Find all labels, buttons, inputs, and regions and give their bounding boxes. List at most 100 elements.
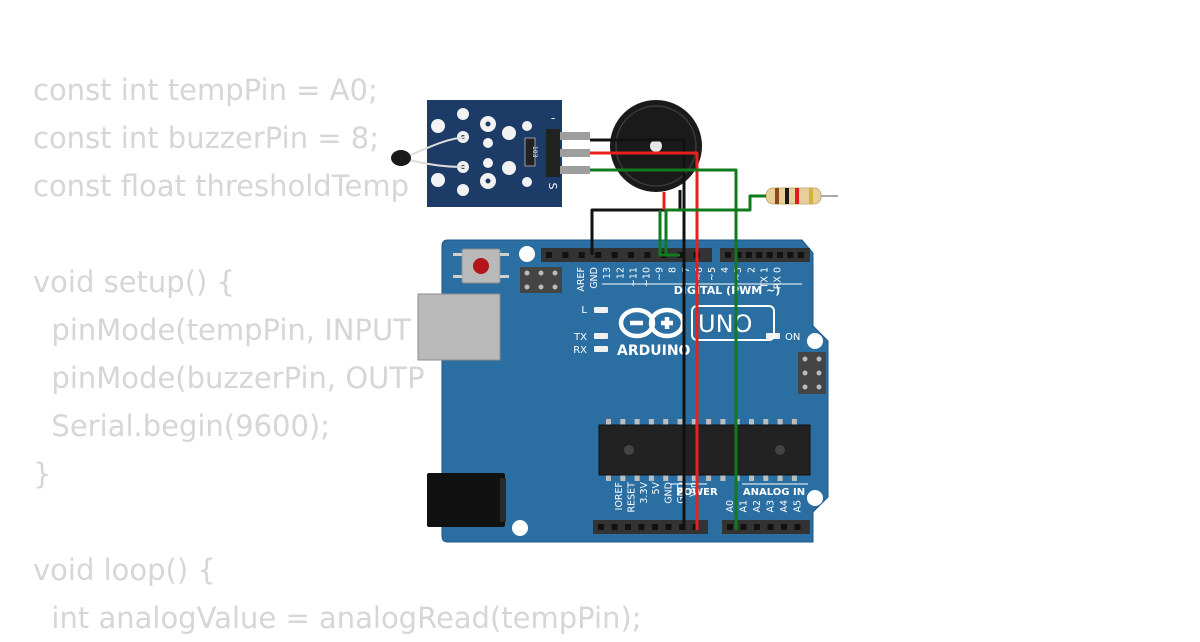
chip-leg [749, 475, 754, 481]
header-hole [665, 524, 672, 530]
header-hole [578, 252, 585, 258]
chip-leg [763, 475, 769, 481]
pin-label: A5 [793, 500, 804, 513]
header-hole [781, 524, 787, 530]
pin-label: A2 [752, 500, 763, 513]
pin-label: 2 [746, 267, 757, 273]
piezo-buzzer[interactable] [610, 100, 702, 192]
wire-green [590, 168, 738, 530]
thermistor-icon [391, 150, 411, 166]
pin-label: 5V [651, 482, 662, 495]
digital-label: DIGITAL (PWM ~) [674, 284, 781, 297]
wire-black [590, 190, 682, 255]
sensor-pin [546, 132, 590, 140]
chip-leg [706, 419, 712, 425]
wire-black [590, 138, 686, 530]
sensor-chip-code: 103 [531, 146, 538, 158]
power-jack [427, 473, 506, 527]
code-line: void loop() { [33, 553, 216, 587]
chip-leg [663, 475, 669, 481]
code-line: const int buzzerPin = 8; [33, 121, 380, 155]
board-brand: ARDUINO [617, 343, 691, 359]
temperature-sensor-module[interactable]: 103 - S [391, 100, 590, 207]
thermistor-lead [404, 136, 466, 158]
chip-leg [777, 419, 783, 425]
header-hole [777, 252, 783, 258]
analog-label: ANALOG IN [743, 487, 805, 498]
chip-leg [777, 475, 783, 481]
chip-leg [749, 419, 754, 425]
header-hole [625, 524, 631, 530]
header-hole [677, 252, 684, 258]
chip-leg [634, 475, 640, 481]
resistor[interactable] [752, 187, 838, 205]
pin-label: 13 [602, 267, 613, 279]
header-hole [598, 524, 604, 530]
pin-label: 8 [668, 267, 679, 273]
rx-led-label: RX [573, 345, 587, 356]
header-hole [644, 252, 651, 258]
header-hole [611, 252, 618, 258]
wires [590, 138, 766, 530]
pin-label: ~10 [642, 267, 653, 287]
icsp-header [520, 267, 562, 293]
header-hole [767, 524, 774, 530]
pin-label: ~6 [694, 267, 705, 281]
mounting-hole [807, 333, 823, 349]
analog-header [722, 520, 810, 534]
on-led-label: ON [785, 332, 800, 343]
chip-leg [677, 475, 683, 481]
pin-label: AREF [576, 267, 587, 292]
header-hole [727, 524, 733, 530]
digital-header [541, 248, 810, 262]
header-hole [652, 524, 658, 530]
pin-label: A1 [739, 500, 750, 513]
header-hole [725, 252, 731, 258]
pin-label: ~5 [707, 267, 718, 281]
chip-leg [663, 419, 669, 425]
header-hole [740, 524, 747, 530]
l-led-label: L [581, 305, 587, 316]
chip-leg [620, 475, 626, 481]
code-editor-background: const int tempPin = A0; const int buzzerP… [33, 66, 642, 642]
chip-leg [720, 475, 726, 481]
pin-label: GND [664, 482, 675, 504]
chip-leg [691, 475, 697, 481]
pin-label: ~9 [655, 267, 666, 281]
code-line: const int tempPin = A0; [33, 73, 378, 107]
icsp-header [798, 352, 826, 394]
status-leds [594, 307, 780, 352]
header-hole [595, 252, 602, 258]
power-header [593, 520, 708, 534]
tx-led-label: TX [573, 332, 587, 343]
code-line: int analogValue = analogRead(tempPin); [33, 601, 642, 635]
chip-leg [606, 475, 611, 481]
pin-label: 3.3V [639, 482, 650, 504]
chip-leg [620, 419, 626, 425]
sensor-pcb [427, 100, 562, 207]
chip-leg [720, 419, 726, 425]
header-hole [628, 252, 634, 258]
reset-button[interactable] [453, 248, 509, 284]
mounting-hole [807, 490, 823, 506]
header-hole [735, 252, 742, 258]
sensor-pin [546, 149, 590, 157]
mounting-hole [519, 246, 535, 262]
pin-label: 12 [615, 267, 626, 279]
header-hole [754, 524, 760, 530]
pin-label: RESET [626, 482, 637, 513]
chip-leg [791, 475, 797, 481]
pin-label: A4 [779, 500, 790, 513]
sensor-resistor-chip [524, 137, 536, 167]
chip-leg [691, 419, 697, 425]
code-line: pinMode(buzzerPin, OUTP [33, 361, 425, 395]
wire-green [658, 210, 680, 257]
code-line: Serial.begin(9600); [33, 409, 331, 443]
code-line: } [33, 457, 52, 491]
code-line: void setup() { [33, 265, 235, 299]
thermistor-lead [404, 158, 466, 168]
chip-leg [706, 475, 712, 481]
